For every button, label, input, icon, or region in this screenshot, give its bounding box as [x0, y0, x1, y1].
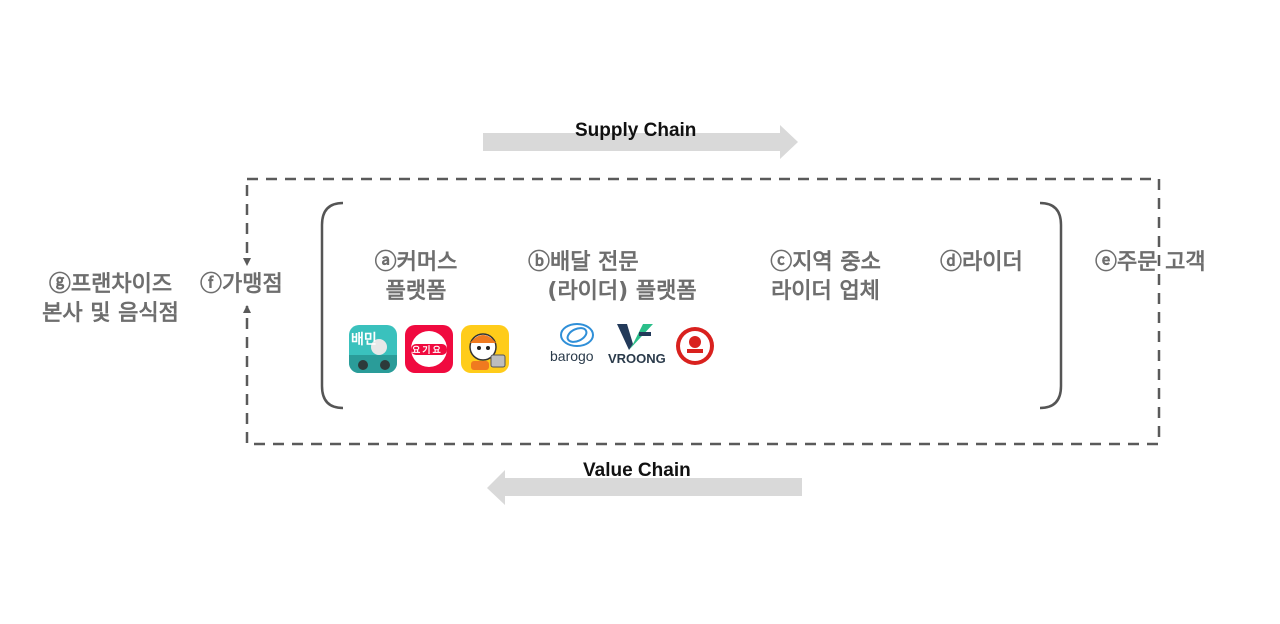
up-arrowhead — [243, 305, 251, 313]
dashed-boundary — [245, 177, 1161, 446]
supply-chain-arrow — [483, 125, 798, 159]
left-bracket — [320, 201, 344, 410]
barogo-logo-icon — [560, 323, 594, 347]
node-g-franchise-hq: ⓖ프랜차이즈 본사 및 음식점 — [42, 272, 179, 326]
node-b-delivery-platform: ⓑ배달 전문 (라이더) 플랫폼 — [528, 250, 697, 304]
vroong-logo-icon — [617, 324, 653, 350]
node-e-customer: ⓔ주문 고객 — [1095, 250, 1206, 275]
baemin-text: 배민 — [351, 332, 377, 348]
right-bracket — [1039, 201, 1063, 410]
down-arrowhead — [243, 258, 251, 266]
baemin-app-icon: 배민 — [349, 325, 397, 373]
value-chain-arrow — [487, 470, 802, 505]
barogo-text: barogo — [550, 348, 594, 364]
node-d-rider: ⓓ라이더 — [940, 250, 1023, 275]
yogiyo-app-icon: 요기요 — [405, 325, 453, 373]
vroong-text: VROONG — [608, 351, 666, 366]
delivery-mascot-app-icon — [461, 325, 509, 373]
local-delivery-logo-icon — [676, 327, 714, 365]
yogiyo-text: 요기요 — [412, 346, 443, 356]
supply-chain-label: Supply Chain — [575, 120, 697, 141]
value-chain-label: Value Chain — [583, 460, 691, 481]
node-f-store: ⓕ가맹점 — [200, 272, 283, 297]
node-a-commerce-platform: ⓐ커머스 플랫폼 — [374, 250, 458, 304]
node-c-local-rider-company: ⓒ지역 중소 라이더 업체 — [770, 250, 881, 304]
